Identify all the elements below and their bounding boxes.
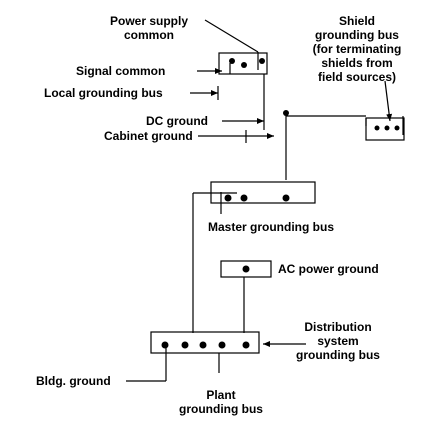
power-supply-leader — [204, 19, 259, 53]
power-supply-common-label: Power supply common — [109, 14, 189, 42]
dc-ground-label: DC ground — [146, 114, 208, 128]
bldg-ground-label: Bldg. ground — [36, 374, 111, 388]
signal-common-label: Signal common — [76, 64, 166, 78]
distribution-bus-box — [150, 331, 260, 354]
plant-grounding-bus-label: Plant grounding bus — [179, 388, 263, 416]
ac-power-ground-label: AC power ground — [278, 262, 379, 276]
distribution-bus-label: Distribution system grounding bus — [296, 320, 380, 362]
shield-arrow — [384, 80, 393, 122]
shield-bus-label: Shield grounding bus (for terminating sh… — [312, 14, 402, 84]
local-grounding-bus-box — [218, 52, 268, 75]
cabinet-ground-label: Cabinet ground — [104, 129, 193, 143]
local-grounding-bus-label: Local grounding bus — [44, 86, 163, 100]
ac-power-ground-box — [220, 260, 272, 278]
shield-bus-box — [365, 117, 405, 141]
master-grounding-bus-label: Master grounding bus — [208, 220, 334, 234]
